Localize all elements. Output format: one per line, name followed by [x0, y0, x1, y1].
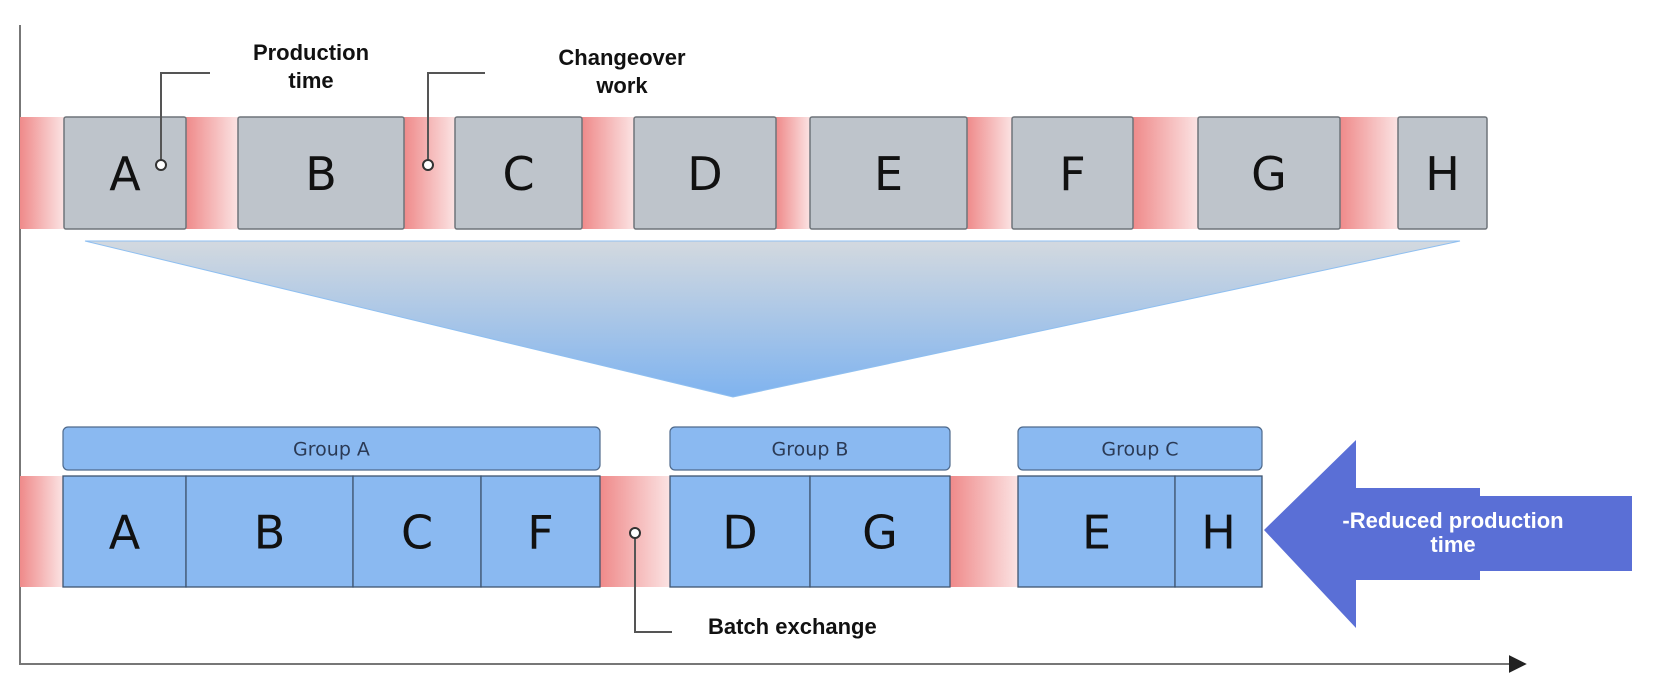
production-box-label: A: [109, 147, 141, 201]
grouped-row-after: Group A A B C F Group B D G Group C E H: [62, 426, 1263, 588]
changeover-gap: [582, 117, 634, 229]
group-b: Group B D G: [669, 426, 951, 588]
grouped-box-f: [480, 475, 601, 588]
grouped-box-a: [62, 475, 187, 588]
grouped-box-e: [1017, 475, 1176, 588]
production-box-d: [633, 116, 777, 230]
group-a: Group A A B C F: [62, 426, 601, 588]
group-header-label: Group B: [772, 439, 849, 461]
grouped-box-h: [1174, 475, 1263, 588]
changeover-gap: [967, 117, 1012, 229]
production-box-label: E: [874, 147, 903, 201]
group-header: [62, 426, 601, 471]
changeover-gap: [404, 117, 455, 229]
production-box-label: D: [687, 147, 722, 201]
changeover-gap: [20, 117, 64, 229]
production-box-g: [1197, 116, 1341, 230]
production-time-leader: [155, 72, 210, 171]
grouped-box-label: G: [862, 506, 898, 560]
grouped-box-d: [669, 475, 811, 588]
grouped-box-label: H: [1201, 506, 1236, 560]
production-box-c: [454, 116, 583, 230]
changeover-gap: [776, 117, 810, 229]
grouped-box-label: F: [527, 506, 553, 560]
group-header-label: Group A: [293, 439, 370, 461]
grouped-box-c: [352, 475, 482, 588]
changeover-work-label-line2: work: [595, 73, 648, 98]
batch-exchange-gap: [20, 476, 63, 587]
grouped-box-label: D: [722, 506, 757, 560]
production-box-h: [1397, 116, 1488, 230]
reduced-time-label-line2: time: [1430, 532, 1475, 557]
production-box-label: C: [502, 147, 534, 201]
changeover-gap: [1133, 117, 1198, 229]
production-box-label: G: [1251, 147, 1287, 201]
reduced-time-arrow: [1264, 440, 1632, 628]
grouped-box-label: C: [401, 506, 433, 560]
batch-exchange-label: Batch exchange: [708, 614, 877, 639]
production-box-b: [237, 116, 405, 230]
production-time-label-line1: Production: [253, 40, 369, 65]
consolidation-funnel: [84, 240, 1461, 398]
group-c: Group C E H: [1017, 426, 1263, 588]
grouped-box-g: [809, 475, 951, 588]
grouped-box-label: B: [254, 506, 286, 560]
production-time-label-line2: time: [288, 68, 333, 93]
group-header: [1017, 426, 1263, 471]
production-box-f: [1011, 116, 1134, 230]
batch-exchange-leader: [629, 527, 672, 633]
production-row-before: A B C D E F G H: [63, 116, 1488, 230]
grouped-box-label: E: [1082, 506, 1111, 560]
group-header: [669, 426, 951, 471]
batch-exchange-gap: [950, 476, 1018, 587]
changeover-gaps-after: [20, 476, 1018, 587]
grouped-box-label: A: [109, 506, 141, 560]
reduced-time-label-line1: -Reduced production: [1342, 508, 1563, 533]
production-box-label: B: [305, 147, 337, 201]
changeover-work-leader: [422, 72, 485, 171]
changeover-gap: [1340, 117, 1398, 229]
production-box-label: H: [1425, 147, 1460, 201]
production-box-label: F: [1059, 147, 1085, 201]
group-header-label: Group C: [1101, 439, 1178, 461]
production-box-a: [63, 116, 187, 230]
changeover-work-label-line1: Changeover: [558, 45, 686, 70]
changeover-gaps-before: [20, 117, 1398, 229]
production-box-e: [809, 116, 968, 230]
changeover-gap: [186, 117, 238, 229]
